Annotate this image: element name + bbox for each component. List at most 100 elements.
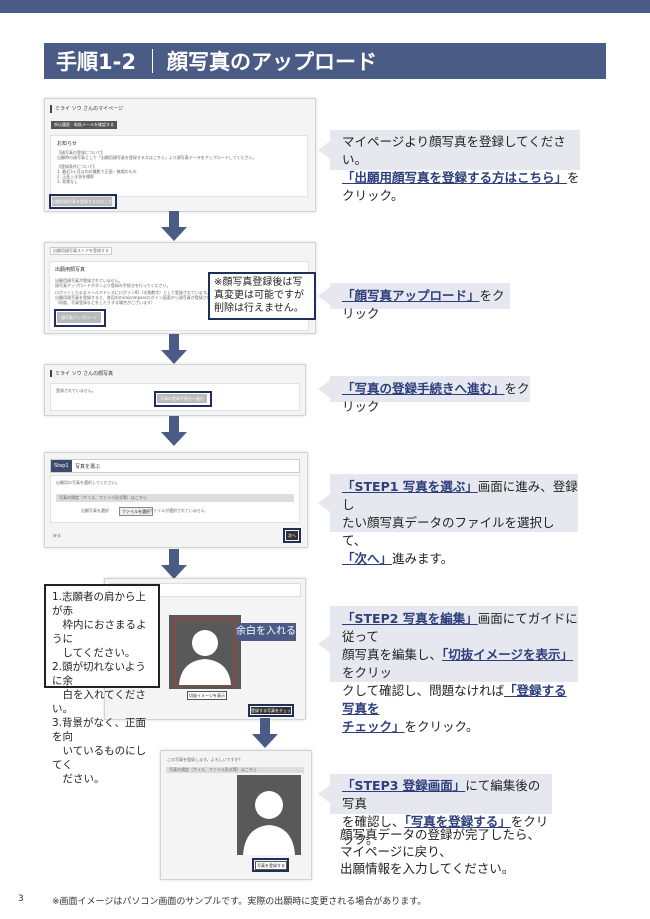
history-button[interactable]: 申込履歴・取扱メールを確認する <box>51 121 117 129</box>
highlight-box <box>283 528 301 543</box>
down-arrow <box>161 416 187 446</box>
register-photo-button[interactable]: 写真を登録する <box>255 861 287 870</box>
link-text: チェック」 <box>342 719 405 734</box>
photo-status-title: ミライ ソウ さんの顔写真 <box>55 371 114 377</box>
back-link[interactable]: 戻る <box>53 533 61 538</box>
instruction-text: 画面にてガイドに従って <box>342 611 578 644</box>
guide-line: 枠内におさまるように <box>52 619 147 645</box>
header-divider <box>151 49 153 73</box>
instruction-text: をクリック。 <box>404 719 479 734</box>
finish-line: 顔写真データの登録が完了したら、 <box>340 827 541 842</box>
photo-status-screenshot: ミライ ソウ さんの顔写真 登録されていません。 写真の登録手続きへ進む <box>44 364 306 416</box>
section-header: 手順1-2 顔写真のアップロード <box>44 43 606 79</box>
mypage-screenshot: ミライ ソウ さんのマイページ 申込履歴・取扱メールを確認する お知らせ 【顔写… <box>44 98 316 212</box>
register-photo-link-button[interactable]: 出願用顔写真を登録する方はこちら <box>52 197 112 212</box>
photo-upload-button[interactable]: 顔写真アップロード <box>57 312 101 323</box>
step-title: 写真を選ぶ <box>75 464 101 470</box>
highlight-box <box>49 194 117 209</box>
instruction-text: をクリック <box>342 381 530 414</box>
upload-line: 出願用顔写真が登録されていません。 <box>55 278 123 283</box>
instruction-text: クして確認し、問題なければ <box>342 683 505 698</box>
person-silhouette-icon <box>174 618 236 686</box>
upload-heading: 出願用顔写真 <box>55 267 86 273</box>
instruction-text: をクリック。 <box>342 170 580 203</box>
upload-line: 出願用顔写真を登録すると、各回のmiraicompassログイン画面から顔写真が… <box>55 295 223 300</box>
guide-line: 3.背景がなく、正面を向 <box>52 717 147 743</box>
notice-line: 1. 最近3ヶ月以内の撮影で正面・無帽のもの <box>57 169 137 174</box>
next-button[interactable]: 次へ <box>286 531 298 540</box>
proceed-register-button[interactable]: 写真の登録手続きへ進む <box>157 394 207 403</box>
instruction-text: をクリック。 <box>342 814 549 847</box>
instruction-text: を確認し、 <box>342 814 405 829</box>
step-callout: 「STEP1 写真を選ぶ」画面に進み、登録し たい顔写真データのファイルを選択し… <box>318 474 578 566</box>
link-text: 「次へ」 <box>342 551 393 566</box>
select-photo-screenshot: Step1 写真を選ぶ 出願用の写真を選択してください。 写真の規定（サイズ、フ… <box>44 452 308 548</box>
link-text: 「STEP1 写真を選ぶ」 <box>342 479 478 494</box>
title-marker <box>50 370 52 377</box>
step-callout: 「顔写真アップロード」をクリック <box>318 283 510 321</box>
crop-preview-button[interactable]: 切抜イメージを表示 <box>187 691 227 700</box>
confirm-lead: この写真を登録します。よろしいですか？ <box>167 757 243 762</box>
photo-status-text: 登録されていません。 <box>56 388 96 393</box>
instruction-text: マイページより顔写真を登録してください。 <box>342 134 566 167</box>
down-arrow <box>252 718 278 748</box>
format-link[interactable]: 写真の規定（サイズ、ファイル形式等）はこちら <box>169 767 257 772</box>
step-number: 手順1-2 <box>56 50 136 74</box>
guide-line: ださい。 <box>52 773 105 785</box>
link-text: 「STEP3 登録画面」 <box>342 778 466 793</box>
link-text: 「登録する写真を <box>342 683 567 716</box>
footer-note: ※画面イメージはパソコン画面のサンプルです。実際の出願時に変更される場合がありま… <box>52 897 427 907</box>
deletion-note-text: ※顔写真登録後は写真変更は可能ですが削除は行えません。 <box>214 277 304 314</box>
format-row: 写真の規定（サイズ、ファイル形式等）はこちら <box>56 494 294 502</box>
highlight-box <box>54 309 106 327</box>
section-title: 顔写真のアップロード <box>166 50 377 74</box>
instruction-text: をクリッ <box>342 665 393 680</box>
instruction-text: 顔写真を編集し、 <box>342 647 443 662</box>
photo-status-panel: 登録されていません。 写真の登録手続きへ進む <box>50 383 300 411</box>
notice-line: 【登録条件について】 <box>57 164 97 169</box>
notice-line: 【顔写真の登録について】 <box>57 150 105 155</box>
check-photo-button[interactable]: 登録する写真をチェック <box>251 707 291 720</box>
highlight-box <box>248 704 294 717</box>
link-text: 「写真の登録手続きへ進む」 <box>342 381 505 396</box>
notice-panel: お知らせ 【顔写真の登録について】 出願時の顔写真として「出願用顔写真を登録する… <box>50 135 308 197</box>
instruction-text: をクリック <box>342 288 505 321</box>
link-text: 「STEP2 写真を編集」 <box>342 611 478 626</box>
title-marker <box>50 105 52 113</box>
guide-line: 白を入れてください。 <box>52 689 146 715</box>
down-arrow <box>161 211 187 241</box>
guide-line: 1.志願者の肩から上が赤 <box>52 591 147 617</box>
link-text: 「出願用顔写真を登録する方はこちら」 <box>342 170 568 185</box>
step-callout: 「STEP3 登録画面」にて編集後の写真 を確認し、「写真を登録する」をクリック… <box>318 774 552 847</box>
notice-heading: お知らせ <box>57 141 77 147</box>
notice-line: 2. 正面上半身を撮影 <box>57 174 95 179</box>
finish-line: 出願情報を入力してください。 <box>340 861 515 876</box>
link-text: 「切抜イメージを表示」 <box>442 647 574 662</box>
upload-line: ログインしたままメールアドレスにログインID（半角数字）として登録されています。 <box>55 290 211 295</box>
link-text: 「写真を登録する」 <box>404 814 511 829</box>
mypage-title: ミライ ソウ さんのマイページ <box>55 106 124 112</box>
format-link[interactable]: 写真の規定（サイズ、ファイル形式等）はこちら <box>59 495 147 500</box>
instruction-text: 画面に進み、登録し <box>342 479 578 512</box>
deletion-note: ※顔写真登録後は写真変更は可能ですが削除は行えません。 <box>208 272 316 320</box>
confirm-photo-screenshot: この写真を登録します。よろしいですか？ 写真の規定（サイズ、ファイル形式等）はこ… <box>160 750 312 880</box>
breadcrumb: 出願用顔写真ストアを登録する <box>50 247 112 255</box>
down-arrow <box>161 549 187 579</box>
guide-line: いているものにしてく <box>52 745 147 771</box>
select-lead: 出願用の写真を選択してください。 <box>56 480 120 485</box>
down-arrow <box>161 334 187 364</box>
finish-line: マイページに戻り、 <box>340 844 452 859</box>
guide-note: 1.志願者の肩から上が赤 枠内におさまるように してください。 2.頭が切れない… <box>44 584 160 785</box>
notice-line: 出願時の顔写真として「出願用顔写真を登録する方はこちら」より顔写真データをアップ… <box>57 155 257 160</box>
step-bar: Step1 写真を選ぶ <box>50 459 300 473</box>
instruction-text: たい顔写真データのファイルを選択して、 <box>342 515 555 548</box>
guide-line: してください。 <box>52 647 136 659</box>
step-tag: Step1 <box>51 460 72 472</box>
upload-line: 顔写真アップロードボタンより登録の手続きを行ってください。 <box>55 283 171 288</box>
top-band <box>0 0 650 13</box>
format-row: 写真の規定（サイズ、ファイル形式等）はこちら <box>166 767 304 773</box>
upload-line: （再度、写真登録などをしたりする場合がございます） <box>55 300 155 305</box>
step-callout: 「写真の登録手続きへ進む」をクリック <box>318 376 530 414</box>
highlight-box <box>154 391 212 407</box>
choose-file-button[interactable]: ファイルを選択 <box>119 507 153 516</box>
